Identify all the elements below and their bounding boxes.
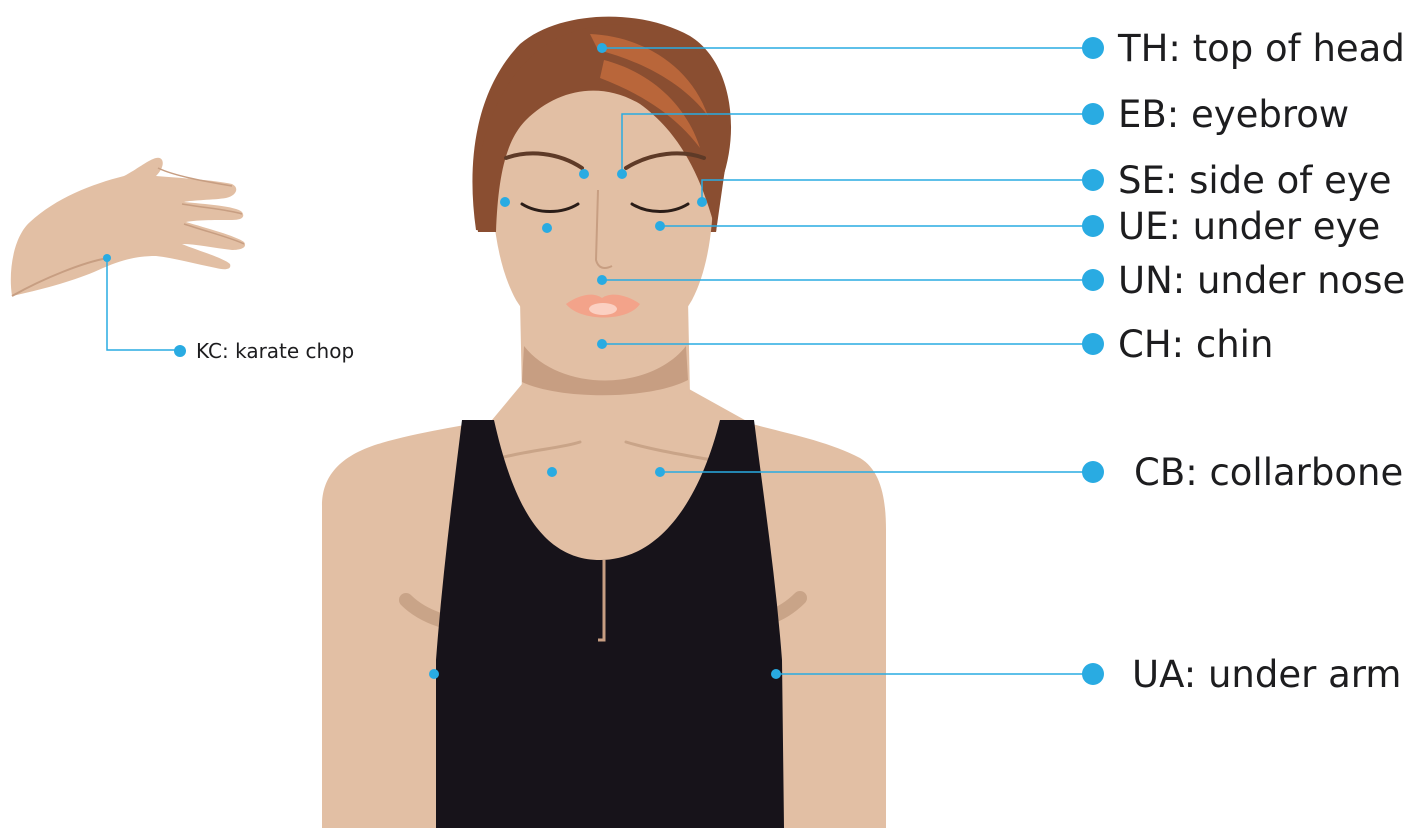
- se-point-right: [697, 197, 707, 207]
- se-point-left: [500, 197, 510, 207]
- woman-illustration: [322, 17, 886, 828]
- se-bullet: [1082, 169, 1104, 191]
- un-bullet: [1082, 269, 1104, 291]
- label-se: SE: side of eye: [1118, 162, 1392, 199]
- ch-point: [597, 339, 607, 349]
- th-point: [597, 43, 607, 53]
- hand-illustration: [11, 158, 245, 296]
- ch-bullet: [1082, 333, 1104, 355]
- label-ue: UE: under eye: [1118, 208, 1380, 245]
- label-th: TH: top of head: [1118, 30, 1405, 67]
- th-bullet: [1082, 37, 1104, 59]
- eb-bullet: [1082, 103, 1104, 125]
- ue-bullet: [1082, 215, 1104, 237]
- se-leader-line: [702, 180, 1092, 202]
- eb-point-right: [617, 169, 627, 179]
- ua-bullet: [1082, 663, 1104, 685]
- label-ch: CH: chin: [1118, 326, 1273, 363]
- label-cb: CB: collarbone: [1134, 454, 1403, 491]
- ue-point-right: [655, 221, 665, 231]
- ua-point-left: [429, 669, 439, 679]
- ue-point-left: [542, 223, 552, 233]
- kc-point: [103, 254, 111, 262]
- label-un: UN: under nose: [1118, 262, 1405, 299]
- un-point: [597, 275, 607, 285]
- ua-point-right: [771, 669, 781, 679]
- label-ua: UA: under arm: [1132, 656, 1401, 693]
- cb-point-right: [655, 467, 665, 477]
- kc-leader-line: [107, 258, 180, 350]
- cb-point-left: [547, 467, 557, 477]
- hand-shape: [11, 158, 245, 296]
- eb-point-left: [579, 169, 589, 179]
- label-eb: EB: eyebrow: [1118, 96, 1349, 133]
- kc-bullet: [174, 345, 186, 357]
- cb-bullet: [1082, 461, 1104, 483]
- label-kc: KC: karate chop: [196, 341, 354, 361]
